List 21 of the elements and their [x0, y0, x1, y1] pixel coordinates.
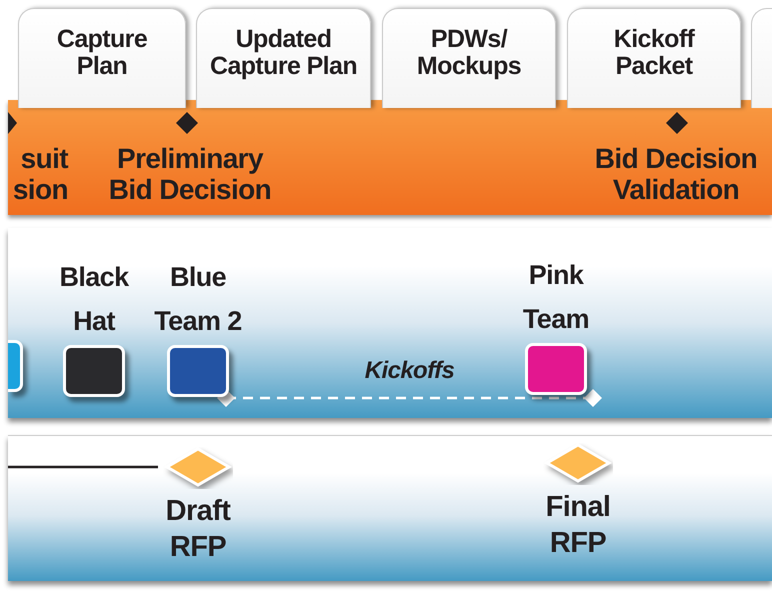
tab: [751, 8, 772, 108]
review-square: [8, 340, 23, 392]
tab-label: PDWs/ Mockups: [416, 26, 522, 79]
milestone-label: Preliminary Bid Decision: [108, 143, 272, 206]
milestone-label: Bid Decision Validation: [594, 143, 758, 206]
milestone-label: Draft RFP: [164, 494, 232, 566]
timeline-line: [8, 466, 158, 468]
tab: [18, 8, 186, 108]
tab: [567, 8, 741, 108]
dashed-connector: [217, 389, 602, 407]
tab-label: Capture Plan: [56, 26, 148, 79]
tab-label: Kickoff Packet: [612, 26, 696, 79]
review-label: Black Hat: [58, 261, 130, 338]
review-label: Blue Team 2: [153, 261, 243, 338]
review-label: Pink Team: [522, 259, 590, 336]
milestone-label: suit sion: [12, 143, 68, 206]
tab-label: Updated Capture Plan: [209, 26, 358, 79]
tab: [382, 8, 556, 108]
milestone-label: Final RFP: [544, 490, 612, 562]
edge-label: Kickoffs: [364, 358, 456, 384]
tab: [196, 8, 371, 108]
